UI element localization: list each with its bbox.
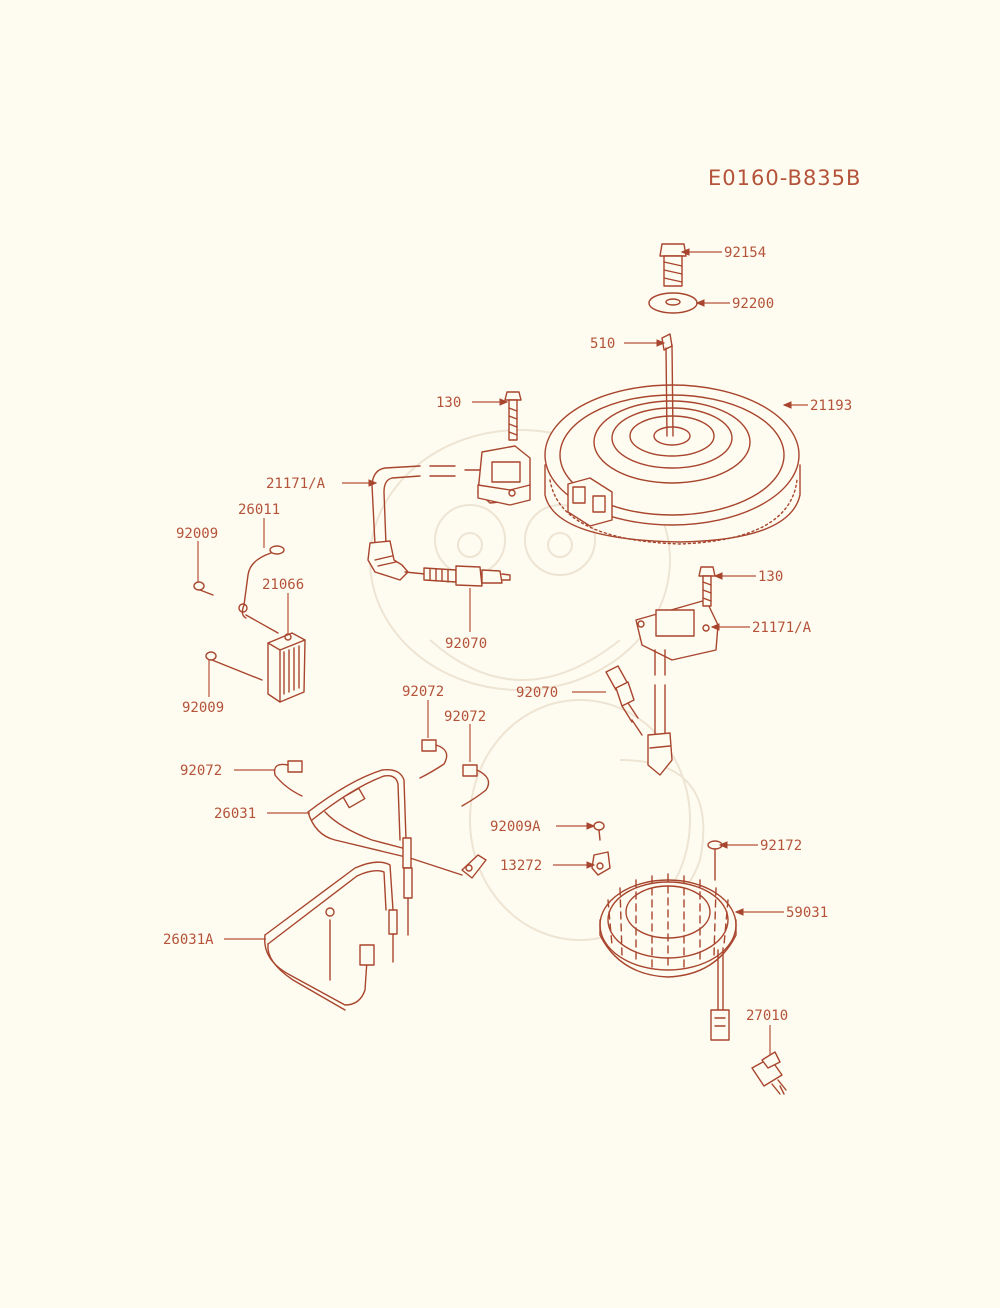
callout-92070-left: 92070	[445, 636, 487, 652]
callout-92072-c: 92072	[180, 763, 222, 779]
callout-92154: 92154	[724, 245, 766, 261]
washer-92200	[648, 292, 698, 314]
regulator-21066	[245, 614, 306, 703]
key-510	[661, 333, 674, 437]
callout-92072-a: 92072	[402, 684, 444, 700]
callout-labels: 92154 92200 510 130 21193 21171/A 26011 …	[163, 245, 852, 1024]
diagram-code: E0160-B835B	[708, 166, 862, 190]
callout-130-right: 130	[758, 569, 783, 585]
callout-130-top: 130	[436, 395, 461, 411]
flywheel-21193	[544, 384, 801, 545]
ignition-coil-right	[635, 566, 719, 776]
clamp-13272	[591, 851, 611, 876]
bolt-92154	[659, 243, 687, 287]
callout-92070-right: 92070	[516, 685, 558, 701]
terminal-92072-left	[273, 760, 303, 797]
leader-arrows	[368, 248, 792, 916]
callout-21193: 21193	[810, 398, 852, 414]
callout-92072-b: 92072	[444, 709, 486, 725]
callout-92172: 92172	[760, 838, 802, 854]
callout-92009-top: 92009	[176, 526, 218, 542]
spark-plug-right	[605, 665, 643, 736]
callout-26031a: 26031A	[163, 932, 214, 948]
screw-92009a	[593, 821, 605, 841]
callout-26011: 26011	[238, 502, 280, 518]
screw-92009-bottom	[205, 651, 263, 681]
stator-59031	[599, 840, 737, 1041]
callout-92009a: 92009A	[490, 819, 541, 835]
callout-27010: 27010	[746, 1008, 788, 1024]
callout-510: 510	[590, 336, 615, 352]
callout-13272: 13272	[500, 858, 542, 874]
callout-26031: 26031	[214, 806, 256, 822]
terminal-92072-mid	[419, 739, 448, 779]
callout-92200: 92200	[732, 296, 774, 312]
terminal-92072-right	[461, 764, 490, 807]
ground-lead-26011	[238, 545, 285, 619]
harness-26031	[307, 769, 487, 879]
oil-switch-27010	[751, 1051, 787, 1095]
spark-plug-left	[404, 565, 511, 587]
callout-21066: 21066	[262, 577, 304, 593]
callout-92009-bottom: 92009	[182, 700, 224, 716]
callout-21171a-left: 21171/A	[266, 476, 326, 492]
harness-26031a	[264, 861, 413, 1011]
screw-92009-top	[193, 581, 214, 596]
callout-59031: 59031	[786, 905, 828, 921]
callout-21171a-right: 21171/A	[752, 620, 812, 636]
ignition-coil-left	[367, 391, 531, 581]
